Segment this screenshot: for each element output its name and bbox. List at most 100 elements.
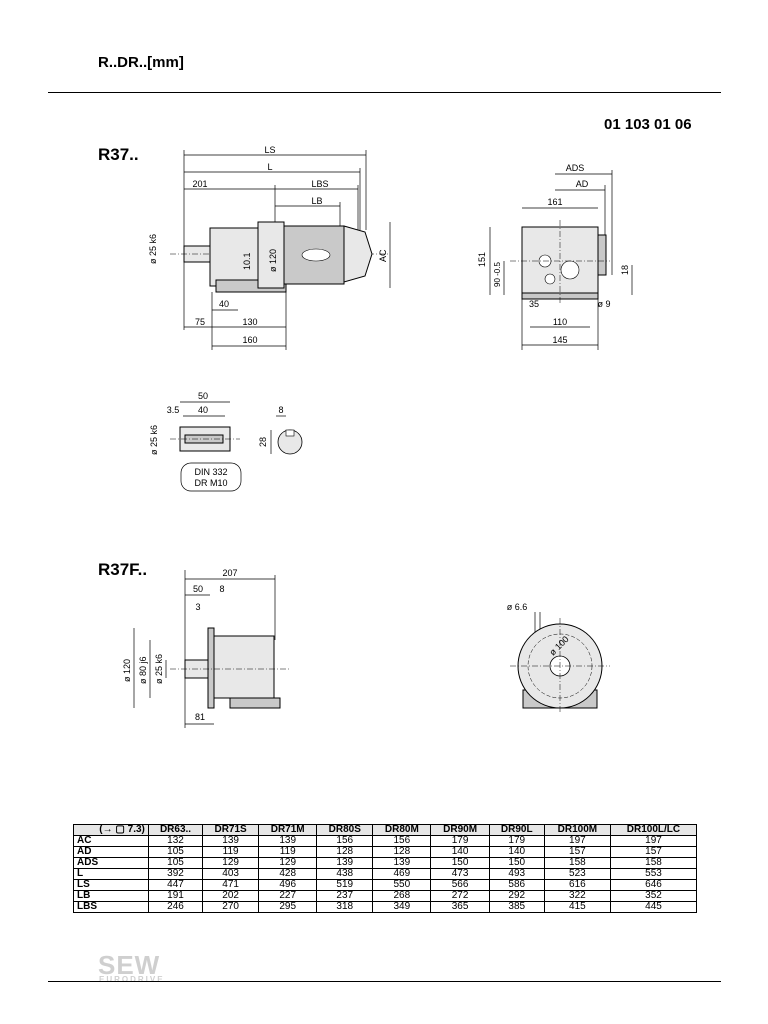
dim-28-label: 28 xyxy=(258,437,268,447)
column-header: DR71S xyxy=(202,824,260,836)
table-cell: 523 xyxy=(543,868,611,880)
dim-160-label: 160 xyxy=(242,335,257,345)
dim-151-label: 151 xyxy=(477,252,487,267)
column-header: DR90M xyxy=(430,824,490,836)
table-cell: 105 xyxy=(147,846,204,858)
dim-ad-label: AD xyxy=(576,179,589,189)
table-header-row: (→ ▢ 7.3) DR63.. DR71S DR71M DR80S DR80M… xyxy=(73,824,698,836)
table-cell: 157 xyxy=(543,846,611,858)
dim-110-label: 110 xyxy=(553,317,567,327)
column-header: DR100M xyxy=(543,824,611,836)
dim-shaft-dia-label: ø 25 k6 xyxy=(148,234,158,264)
table-cell: 237 xyxy=(316,890,374,902)
table-cell: 428 xyxy=(258,868,318,880)
section-label-r37f: R37F.. xyxy=(98,560,148,579)
row-label: LBS xyxy=(73,901,149,913)
table-cell: 473 xyxy=(430,868,490,880)
table-cell: 140 xyxy=(430,846,490,858)
dim-50-detail-label: 50 xyxy=(198,391,208,401)
eurodrive-logo-text: EURODRIVE xyxy=(99,975,165,984)
dim-75-label: 75 xyxy=(195,317,205,327)
dim-201-label: 201 xyxy=(192,179,207,189)
table-cell: 403 xyxy=(202,868,260,880)
dim-3-label: 3 xyxy=(195,602,200,612)
row-label: LS xyxy=(73,879,149,891)
r37-end-view-drawing: ADS AD 161 151 90 -0.5 18 35 ø 9 110 145 xyxy=(477,163,633,350)
r37f-side-view-drawing: 207 50 8 3 ø 120 ø 80 j6 ø 25 k6 81 xyxy=(122,568,290,728)
table-cell: 157 xyxy=(609,846,698,858)
table-cell: 295 xyxy=(258,901,318,913)
dim-lbs-label: LBS xyxy=(311,179,328,189)
dim-40-detail-label: 40 xyxy=(198,405,208,415)
column-header: DR80M xyxy=(372,824,432,836)
dim-130-label: 130 xyxy=(242,317,257,327)
row-label: LB xyxy=(73,890,149,902)
table-cell: 119 xyxy=(258,846,318,858)
callout-din-332: DIN 332 xyxy=(194,467,227,477)
table-cell: 268 xyxy=(372,890,432,902)
dim-40-label: 40 xyxy=(219,299,229,309)
table-cell: 156 xyxy=(372,835,432,847)
dim-18-label: 18 xyxy=(620,265,630,275)
table-cell: 616 xyxy=(543,879,611,891)
dim-detail-shaft-dia-label: ø 25 k6 xyxy=(149,425,159,455)
dim-ac-label: AC xyxy=(378,249,388,262)
table-cell: 646 xyxy=(609,879,698,891)
row-label: ADS xyxy=(73,857,149,869)
dim-90-label: 90 -0.5 xyxy=(493,262,502,287)
table-cell: 553 xyxy=(609,868,698,880)
row-label: AD xyxy=(73,846,149,858)
column-header: DR100L/LC xyxy=(609,824,698,836)
table-cell: 150 xyxy=(430,857,490,869)
sew-logo: SEW xyxy=(98,950,161,980)
footer-rule xyxy=(48,981,721,982)
dim-8-label: 8 xyxy=(278,405,283,415)
dim-lb-label: LB xyxy=(311,196,322,206)
table-cell: 105 xyxy=(147,857,204,869)
table-cell: 392 xyxy=(147,868,204,880)
r37f-flange-view-drawing: ø 6.6 ø 100 xyxy=(507,602,610,714)
dim-145-label: 145 xyxy=(552,335,567,345)
dim-207-label: 207 xyxy=(222,568,237,578)
dim-dia-6-6-label: ø 6.6 xyxy=(507,602,528,612)
table-cell: 139 xyxy=(258,835,318,847)
table-cell: 139 xyxy=(372,857,432,869)
table-cell: 227 xyxy=(258,890,318,902)
document-number: 01 103 01 06 xyxy=(604,116,692,133)
table-cell: 179 xyxy=(430,835,490,847)
table-cell: 318 xyxy=(316,901,374,913)
table-cell: 519 xyxy=(316,879,374,891)
table-cell: 191 xyxy=(147,890,204,902)
column-header: DR80S xyxy=(316,824,374,836)
callout-dr-m10: DR M10 xyxy=(194,478,227,488)
dim-35-label: 35 xyxy=(529,299,539,309)
dim-81-label: 81 xyxy=(195,712,205,722)
table-cell: 469 xyxy=(372,868,432,880)
dim-ads-label: ADS xyxy=(566,163,585,173)
table-cell: 129 xyxy=(202,857,260,869)
header-rule xyxy=(48,92,721,93)
table-cell: 365 xyxy=(430,901,490,913)
table-cell: 272 xyxy=(430,890,490,902)
table-cell: 140 xyxy=(488,846,545,858)
table-cell: 322 xyxy=(543,890,611,902)
dim-dia9-label: ø 9 xyxy=(597,299,610,309)
table-cell: 471 xyxy=(202,879,260,891)
column-header: DR63.. xyxy=(147,824,204,836)
table-cell: 139 xyxy=(202,835,260,847)
table-cell: 349 xyxy=(372,901,432,913)
dimension-table: (→ ▢ 7.3) DR63.. DR71S DR71M DR80S DR80M… xyxy=(73,824,698,913)
table-cell: 445 xyxy=(609,901,698,913)
table-cell: 158 xyxy=(609,857,698,869)
dim-161-label: 161 xyxy=(547,197,562,207)
dim-ls-label: LS xyxy=(264,145,275,155)
row-label: L xyxy=(73,868,149,880)
table-cell: 156 xyxy=(316,835,374,847)
r37-side-view-drawing: LS L 201 LBS LB ø 25 k6 10.1 ø 120 AC 40… xyxy=(148,145,391,350)
table-cell: 496 xyxy=(258,879,318,891)
table-cell: 566 xyxy=(430,879,490,891)
table-cell: 197 xyxy=(543,835,611,847)
